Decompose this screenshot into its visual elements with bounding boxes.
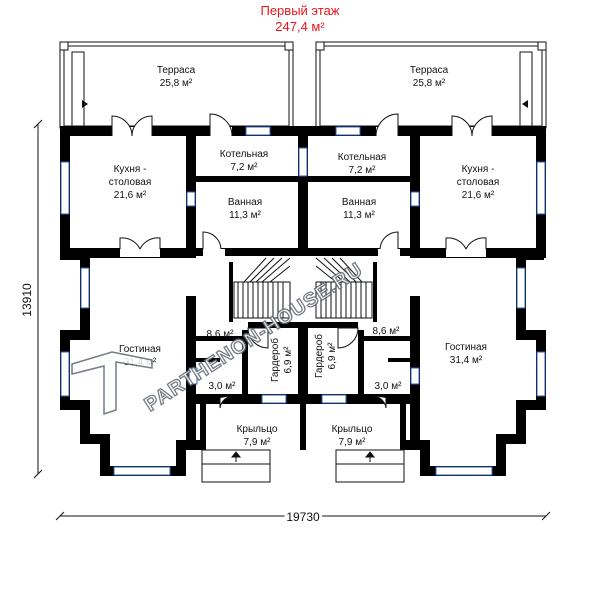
dimension-lines bbox=[33, 119, 551, 521]
room-name2-kitchen-right: столовая bbox=[457, 177, 500, 188]
staircase-right bbox=[315, 257, 373, 319]
room-name-porch-right: Крыльцо bbox=[332, 424, 373, 435]
room-name2-kitchen-left: столовая bbox=[109, 177, 152, 188]
room-area-kitchen-right: 21,6 м² bbox=[462, 190, 495, 201]
watermark-logo bbox=[71, 351, 153, 416]
doors bbox=[111, 113, 493, 409]
room-name-living-left: Гостиная bbox=[119, 344, 161, 355]
windows bbox=[60, 126, 546, 476]
dimension-height: 13910 bbox=[20, 283, 34, 317]
room-area-hall-right: 8,6 м² bbox=[373, 326, 401, 337]
room-area-living-right: 31,4 м² bbox=[450, 355, 483, 366]
room-name-kitchen-right: Кухня - bbox=[462, 164, 495, 175]
room-name-kitchen-left: Кухня - bbox=[114, 164, 147, 175]
room-area-vestibule-right: 3,0 м² bbox=[375, 381, 403, 392]
room-name-terrace-right: Терраса bbox=[410, 65, 449, 76]
room-name-terrace-left: Терраса bbox=[157, 65, 196, 76]
terrace-steps bbox=[82, 100, 528, 108]
room-name-bath-right: Ванная bbox=[342, 197, 376, 208]
room-area-bath-right: 11,3 м² bbox=[343, 210, 375, 221]
room-area-porch-right: 7,9 м² bbox=[339, 437, 367, 448]
room-name-wardrobe-right: Гардероб bbox=[313, 334, 325, 378]
porch-steps-left bbox=[201, 449, 271, 483]
room-area-kitchen-left: 21,6 м² bbox=[114, 190, 147, 201]
room-area-porch-left: 7,9 м² bbox=[244, 437, 272, 448]
room-area-wardrobe-right: 6,9 м² bbox=[327, 342, 338, 370]
room-area-boiler-right: 7,2 м² bbox=[349, 165, 377, 176]
room-area-hall-left: 8,6 м² bbox=[207, 329, 235, 340]
floor-title: Первый этаж bbox=[260, 3, 340, 18]
room-name-wardrobe-left: Гардероб bbox=[269, 338, 281, 382]
floor-area: 247,4 м² bbox=[275, 19, 325, 34]
room-name-living-right: Гостиная bbox=[445, 342, 487, 353]
room-area-boiler-left: 7,2 м² bbox=[231, 162, 259, 173]
room-area-terrace-left: 25,8 м² bbox=[160, 78, 193, 89]
room-area-vestibule-left: 3,0 м² bbox=[209, 381, 237, 392]
room-name-bath-left: Ванная bbox=[228, 197, 262, 208]
room-name-boiler-left: Котельная bbox=[220, 149, 268, 160]
porch-steps-right bbox=[335, 449, 405, 483]
room-area-wardrobe-left: 6,9 м² bbox=[283, 346, 294, 374]
room-area-terrace-right: 25,8 м² bbox=[413, 78, 446, 89]
staircase-left bbox=[233, 257, 291, 319]
dimension-width: 19730 bbox=[286, 510, 320, 524]
room-name-boiler-right: Котельная bbox=[338, 152, 386, 163]
room-name-porch-left: Крыльцо bbox=[237, 424, 278, 435]
room-area-bath-left: 11,3 м² bbox=[229, 210, 261, 221]
